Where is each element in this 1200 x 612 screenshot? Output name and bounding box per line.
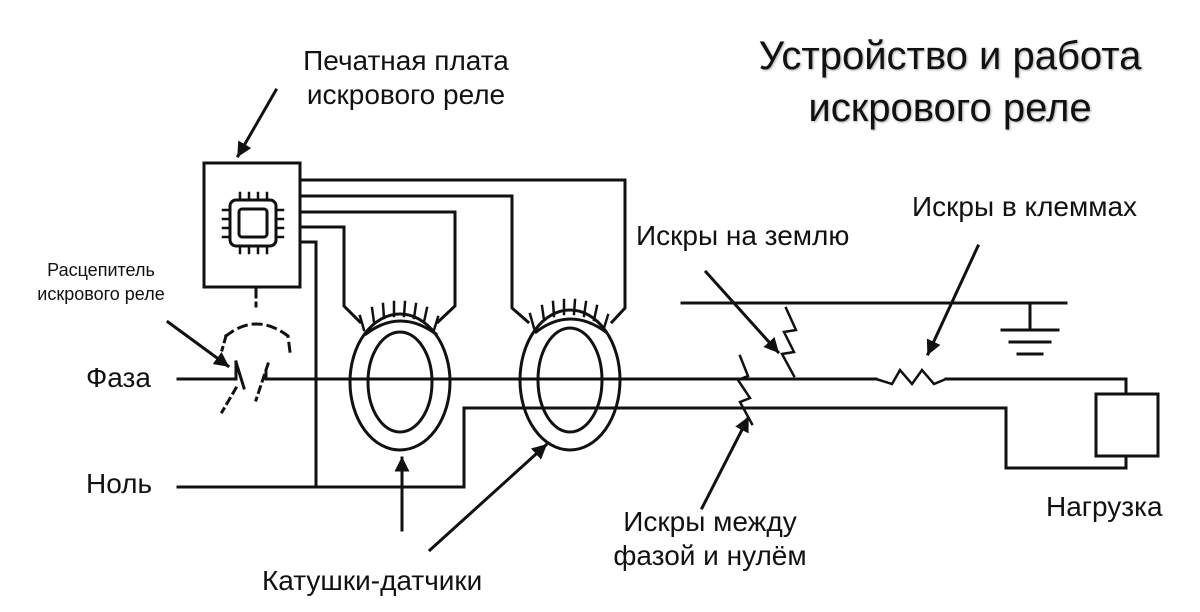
spark-zigzag-icon xyxy=(780,306,798,378)
neutral-label: Ноль xyxy=(86,468,153,499)
releaser-label-line-2: искрового реле xyxy=(37,284,165,304)
wire-pcb-neutral xyxy=(298,240,318,489)
load-box-icon xyxy=(1094,392,1160,458)
releaser-dashed-arc xyxy=(223,322,292,354)
releaser-label: Расцепитель искрового реле xyxy=(16,258,186,306)
releaser-arrow xyxy=(165,319,231,369)
neutral-line xyxy=(176,406,1128,489)
sparks-terminals-arrow xyxy=(926,244,980,356)
pcb-arrow xyxy=(235,87,279,159)
pcb-board xyxy=(202,161,302,289)
phase-line-left xyxy=(176,360,238,381)
releaser-switch-contact xyxy=(234,360,246,390)
sparks-between-label: Искры между фазой и нулём xyxy=(590,505,830,573)
sparks-between-line-2: фазой и нулём xyxy=(613,540,807,571)
load-label: Нагрузка xyxy=(1046,491,1163,522)
releaser-label-line-1: Расцепитель xyxy=(47,260,155,280)
sparks-ground-arrow xyxy=(703,269,781,355)
coil-sensor-1 xyxy=(348,300,452,452)
coil2-arrow xyxy=(427,442,549,553)
sparks-between-arrow xyxy=(699,415,751,511)
pcb-label-line-2: искрового реле xyxy=(306,79,506,110)
releaser-lower-right xyxy=(254,362,270,402)
wire-coil2-inner xyxy=(298,194,531,325)
microchip-icon xyxy=(221,191,285,255)
pcb-label: Печатная плата искрового реле xyxy=(286,44,526,112)
diagram-title: Устройство и работа искрового реле xyxy=(720,30,1180,134)
phase-line-right xyxy=(944,377,1128,396)
coil-sensor-2 xyxy=(518,298,622,452)
title-line-1: Устройство и работа xyxy=(758,34,1142,78)
releaser-lower-left xyxy=(219,385,239,415)
phase-label: Фаза xyxy=(86,362,151,393)
sparks-terminals-label: Искры в клеммах xyxy=(912,191,1138,222)
wire-coil1-outer xyxy=(298,210,457,325)
sparks-ground-label: Искры на землю xyxy=(636,220,850,251)
wire-coil1-inner xyxy=(298,225,363,325)
spark-zigzag-icon xyxy=(736,354,754,426)
ground-symbol-icon xyxy=(1000,301,1060,356)
coils-label: Катушки-датчики xyxy=(262,565,483,596)
pcb-label-line-1: Печатная плата xyxy=(303,45,509,76)
spark-zigzag-icon xyxy=(874,367,948,387)
wire-coil2-outer xyxy=(298,178,627,325)
title-line-2: искрового реле xyxy=(808,86,1092,130)
sparks-between-line-1: Искры между xyxy=(623,506,797,537)
